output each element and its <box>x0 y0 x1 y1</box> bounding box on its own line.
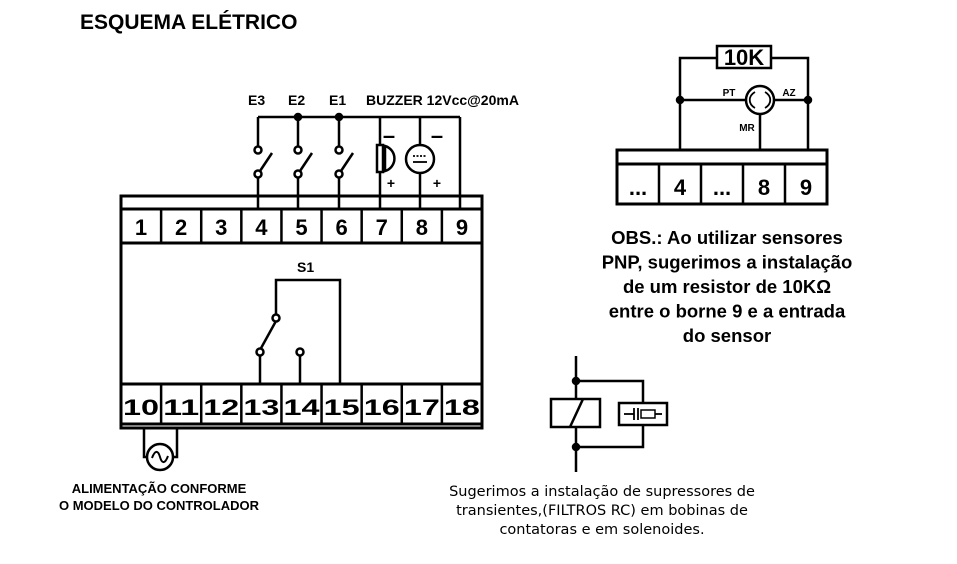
sensor-terminal-3: 8 <box>758 175 770 200</box>
resistor-symbol <box>715 44 773 70</box>
rc-filter-symbol <box>617 401 669 427</box>
top-terminal-strip: 1 2 3 4 5 6 7 8 9 <box>135 215 468 240</box>
buzzer-plus-mark: + <box>387 175 395 191</box>
sensor-terminal-dividers <box>657 164 787 204</box>
terminal-1: 1 <box>135 215 147 240</box>
input-labels: E3 E2 E1 BUZZER 12Vcc@20mA <box>248 92 519 108</box>
sensor-terminal-strip: ... 4... 8 9 <box>629 175 812 200</box>
terminal-8: 8 <box>416 215 428 240</box>
power-caption-line-2: O MODELO DO CONTROLADOR <box>59 498 260 513</box>
filter-note-line-1: Sugerimos a instalação de supressores de <box>449 484 755 500</box>
sensor-detail: 10K PT AZ MR ... 4... 8 9 <box>615 44 829 206</box>
sensor-element-arcs <box>748 91 772 109</box>
terminal-12: 12 <box>203 395 239 420</box>
terminal-18: 18 <box>444 395 480 420</box>
wire-label-pt: PT <box>723 88 736 99</box>
buzzer-minus-mark: – <box>383 123 395 148</box>
switch-e3 <box>253 117 274 209</box>
power-caption-line-1: ALIMENTAÇÃO CONFORME <box>72 481 247 496</box>
filter-note-line-3: contatoras e em solenoides. <box>499 522 704 538</box>
relay-contact <box>255 278 342 384</box>
alarm-minus-mark: – <box>431 123 443 148</box>
sensor-terminal-0: ... <box>629 175 647 200</box>
switch-e2 <box>293 117 314 209</box>
terminal-9: 9 <box>456 215 468 240</box>
controller-body <box>119 194 484 430</box>
terminal-15: 15 <box>324 395 360 420</box>
bottom-terminal-dividers <box>159 384 444 424</box>
terminal-6: 6 <box>335 215 347 240</box>
sensor-terminal-2: ... <box>713 175 731 200</box>
wire-label-mr: MR <box>739 123 755 134</box>
input-label-e2: E2 <box>288 92 305 108</box>
obs-line-1: OBS.: Ao utilizar sensores <box>611 227 843 248</box>
input-switches <box>253 112 462 209</box>
terminal-3: 3 <box>215 215 227 240</box>
resistor-label: 10K <box>724 45 764 70</box>
terminal-16: 16 <box>364 395 400 420</box>
terminal-10: 10 <box>123 395 159 420</box>
terminal-4: 4 <box>255 215 268 240</box>
filter-note-line-2: transientes,(FILTROS RC) em bobinas de <box>456 503 748 519</box>
switch-e1 <box>334 117 355 209</box>
sensor-terminal-block <box>615 148 829 206</box>
obs-line-3: de um resistor de 10KΩ <box>623 276 831 297</box>
terminal-14: 14 <box>284 395 321 420</box>
terminal-17: 17 <box>404 395 440 420</box>
page-title: ESQUEMA ELÉTRICO <box>80 11 297 34</box>
terminal-11: 11 <box>163 395 199 420</box>
filter-note: Sugerimos a instalação de supressores de… <box>449 484 755 538</box>
input-label-e3: E3 <box>248 92 265 108</box>
sensor-terminal-4: 9 <box>800 175 812 200</box>
power-supply-symbol <box>142 428 179 472</box>
sensor-terminal-1: 4 <box>674 175 687 200</box>
buzzer-symbol <box>375 117 396 209</box>
obs-line-4: entre o borne 9 e a entrada <box>609 301 846 322</box>
wire-label-az: AZ <box>782 88 795 99</box>
polarity-marks: – + – + <box>383 123 443 191</box>
top-terminal-dividers <box>159 209 444 243</box>
relay-label: S1 <box>297 259 314 275</box>
obs-line-5: do sensor <box>683 325 771 346</box>
rc-filter-detail <box>549 356 669 472</box>
terminal-7: 7 <box>376 215 388 240</box>
input-label-e1: E1 <box>329 92 346 108</box>
buzzer-label: BUZZER 12Vcc@20mA <box>366 92 519 108</box>
terminal-13: 13 <box>243 395 279 420</box>
terminal-5: 5 <box>295 215 307 240</box>
terminal-2: 2 <box>175 215 187 240</box>
alarm-plus-mark: + <box>433 175 441 191</box>
alarm-symbol <box>404 117 436 209</box>
obs-line-2: PNP, sugerimos a instalação <box>602 252 853 273</box>
